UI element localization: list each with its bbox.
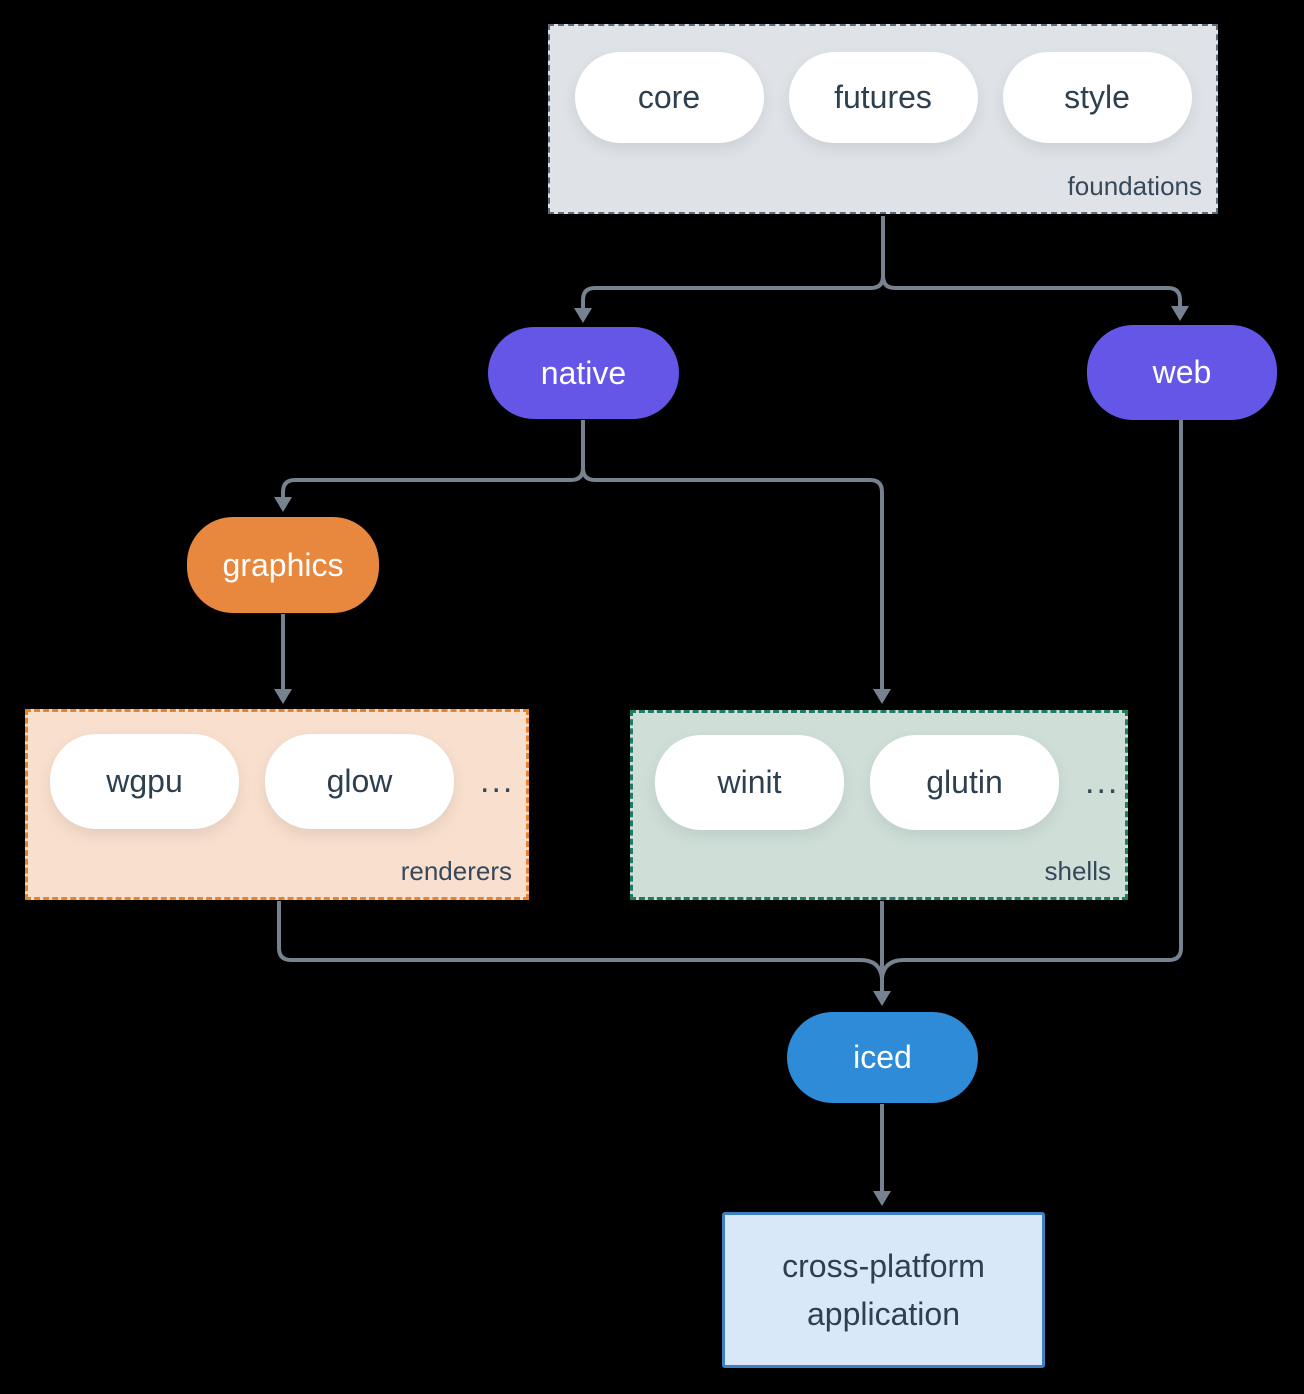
arrow-native-shells <box>581 420 884 690</box>
pill-style: style <box>1002 52 1192 143</box>
arrowhead-web <box>1171 306 1189 321</box>
node-graphics: graphics <box>187 517 379 613</box>
foundations-label: foundations <box>1067 171 1202 201</box>
node-native: native <box>488 327 679 419</box>
node-iced: iced <box>787 1012 978 1103</box>
node-web: web <box>1087 325 1277 420</box>
shells-label: shells <box>1044 856 1111 886</box>
pill-glow: glow <box>265 734 454 829</box>
application-box: cross-platform application <box>722 1212 1045 1368</box>
shells-pill-row: winit glutin ... <box>633 735 1125 830</box>
arrowhead-graphics <box>274 497 292 512</box>
arrow-native-graphics <box>281 420 585 498</box>
application-line1: cross-platform <box>782 1248 985 1284</box>
foundations-group: core futures style foundations <box>548 24 1218 214</box>
renderers-pill-row: wgpu glow ... <box>28 734 526 829</box>
renderers-label: renderers <box>400 856 512 886</box>
arrow-web-iced <box>880 420 1183 979</box>
arrowhead-shells <box>873 689 891 704</box>
pill-glutin: glutin <box>870 735 1059 830</box>
foundations-pill-row: core futures style <box>550 52 1216 143</box>
application-line2: application <box>807 1296 960 1332</box>
pill-winit: winit <box>655 735 844 830</box>
renderers-ellipsis: ... <box>480 762 515 800</box>
renderers-group: wgpu glow ... renderers <box>25 709 529 900</box>
arrowhead-renderers <box>274 689 292 704</box>
arrow-renderers-iced <box>277 901 884 979</box>
arrow-foundations-web <box>881 216 1182 307</box>
pill-wgpu: wgpu <box>50 734 239 829</box>
arrow-foundations-native <box>581 216 885 309</box>
pill-core: core <box>574 52 764 143</box>
arrowhead-iced <box>873 991 891 1006</box>
shells-ellipsis: ... <box>1085 763 1120 801</box>
shells-group: winit glutin ... shells <box>630 710 1128 900</box>
pill-futures: futures <box>788 52 978 143</box>
arrowhead-native <box>574 308 592 323</box>
arrowhead-application <box>873 1191 891 1206</box>
